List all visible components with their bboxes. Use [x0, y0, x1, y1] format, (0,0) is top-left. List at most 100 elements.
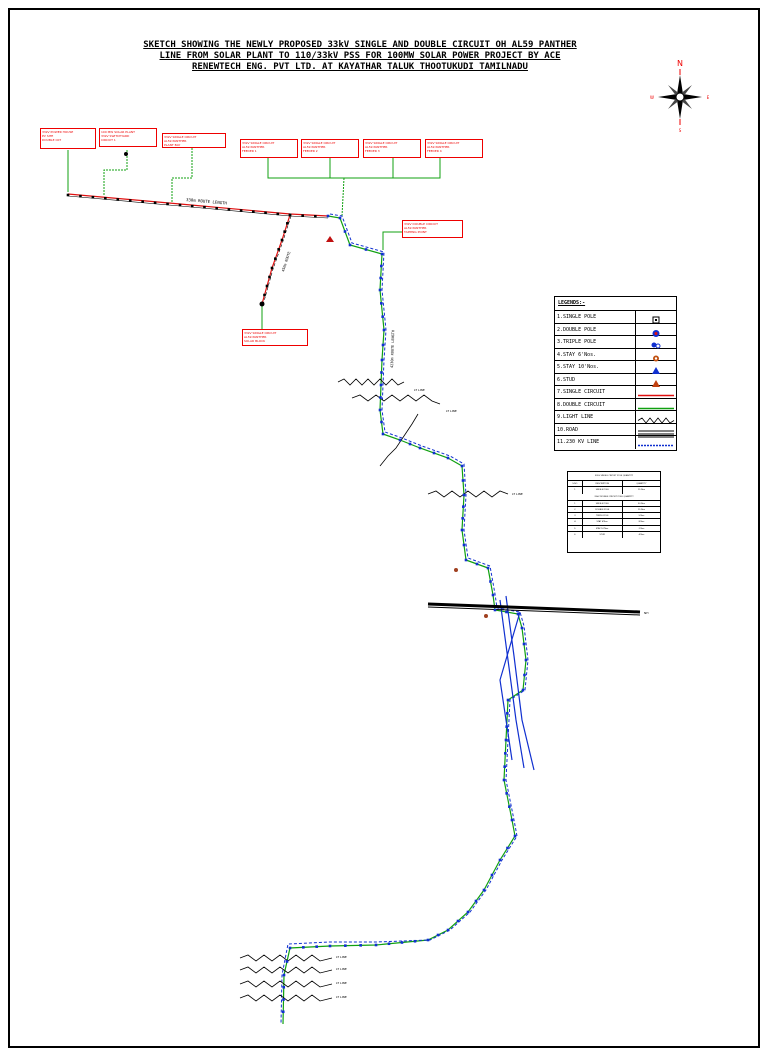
pole-marker [264, 211, 267, 215]
table-cell: 15 Nos [637, 489, 645, 492]
callout-line: AL59 PANTHER [244, 335, 267, 339]
pole-marker [504, 752, 507, 755]
pole-marker [398, 438, 402, 442]
legend-label: 7.SINGLE CIRCUIT [555, 386, 636, 398]
pole-marker [359, 944, 362, 947]
callout-line: FEEDER 1 [242, 149, 257, 153]
compass-north-label: N [677, 59, 683, 68]
pole-marker [408, 442, 412, 446]
pole-marker [379, 383, 383, 387]
pole-marker [436, 933, 440, 937]
pole-marker [380, 371, 383, 374]
pole-marker [268, 275, 271, 279]
double-pole-icon [636, 324, 676, 337]
callout-line: AL59 PANTHER [303, 145, 326, 149]
pole-marker [239, 209, 243, 212]
pole-marker [506, 846, 509, 850]
pole-marker [504, 738, 508, 742]
legend-label: 2.DOUBLE POLE [555, 323, 636, 335]
pole-marker [79, 194, 82, 198]
road [427, 602, 641, 616]
pole-marker [374, 943, 378, 947]
callout-line: AL59 PANTHER [164, 139, 187, 143]
pole-marker [380, 358, 384, 362]
crossing-label-5: LT LINE [336, 967, 347, 971]
callout-line: 33kV SINGLE CIRCUIT [242, 141, 275, 145]
pole-marker [364, 248, 368, 251]
road-label: NH [644, 611, 649, 615]
compass-south-label: S [679, 128, 682, 133]
light-line-icon [636, 411, 676, 424]
pole-marker [141, 200, 144, 203]
pole-marker [263, 293, 266, 297]
legend-label: 4.STAY 6'Nos. [555, 348, 636, 360]
pole-marker [276, 212, 280, 216]
pole-marker [166, 202, 169, 206]
pole-marker [215, 207, 218, 210]
title-line-2: LINE FROM SOLAR PLANT TO 110/33kV PSS FO… [159, 51, 561, 61]
compass-rose-icon: N S W E [650, 59, 710, 133]
pole-marker [510, 818, 514, 822]
pole-marker [446, 928, 450, 932]
pole-marker [379, 396, 382, 399]
pole-marker [506, 712, 509, 715]
legend-label: 11.230 KV LINE [555, 436, 636, 449]
pole-marker [380, 264, 383, 268]
callout-line: CIRCUIT 1 [101, 138, 116, 142]
callout-line: 33kV SINGLE CIRCUIT [164, 135, 197, 139]
pole-marker [462, 493, 466, 497]
table-cell: DESCRIPTION [583, 481, 623, 487]
route-drawing: N S W E [66, 59, 710, 1024]
pole-marker [400, 941, 404, 944]
pole-marker [116, 198, 120, 201]
table-cell: 1 [568, 500, 583, 506]
pole-marker [281, 1010, 285, 1014]
pole-marker [153, 201, 157, 205]
pole-marker [288, 946, 292, 950]
legend-row-single-circuit: 7.SINGLE CIRCUIT [555, 386, 676, 399]
pole-marker [282, 985, 286, 989]
pole-marker [516, 612, 520, 616]
callout-line: DOUBLE CKT [42, 138, 62, 142]
stay-markers [124, 152, 488, 618]
pole-marker [413, 939, 417, 943]
pole-marker [523, 673, 526, 677]
callout-line: SOLAR BLOCK [244, 339, 266, 343]
pole-marker [418, 446, 422, 450]
pole-marker [286, 222, 289, 225]
pole-marker [315, 945, 318, 948]
compass-east-label: E [707, 95, 710, 100]
feeder-leads [67, 148, 441, 330]
callout-line: TAPPING POINT [404, 230, 427, 234]
legend-row-single-pole: 1.SINGLE POLE [555, 311, 676, 324]
lt-line-crossings [239, 378, 509, 1002]
pole-marker [475, 562, 479, 566]
legend-row-stay-10: 5.STAY 10'Nos. [555, 361, 676, 374]
pole-marker [381, 432, 385, 436]
table-cell: 2 Nos [638, 527, 645, 530]
pole-marker [522, 642, 526, 646]
table-cell: SINGLE POLE [583, 487, 623, 494]
crossing-label-3: LT LINE [512, 492, 523, 496]
pole-marker [474, 899, 478, 903]
callout-line: FEEDER 4 [427, 149, 442, 153]
pole-marker [508, 805, 511, 808]
pole-marker [446, 456, 450, 460]
pole-marker [461, 479, 465, 482]
double-circuit-icon [636, 399, 676, 411]
pole-marker [489, 580, 492, 583]
table-cell: 50 Nos [637, 502, 645, 505]
table-cell: STUD [583, 532, 623, 539]
table-cell: 3 [568, 513, 583, 519]
pole-marker [344, 944, 347, 947]
pole-marker [283, 230, 286, 233]
callout-line: AL59 PANTHER [404, 226, 427, 230]
callout-line: FEEDER 3 [365, 149, 380, 153]
pole-marker [274, 257, 277, 260]
